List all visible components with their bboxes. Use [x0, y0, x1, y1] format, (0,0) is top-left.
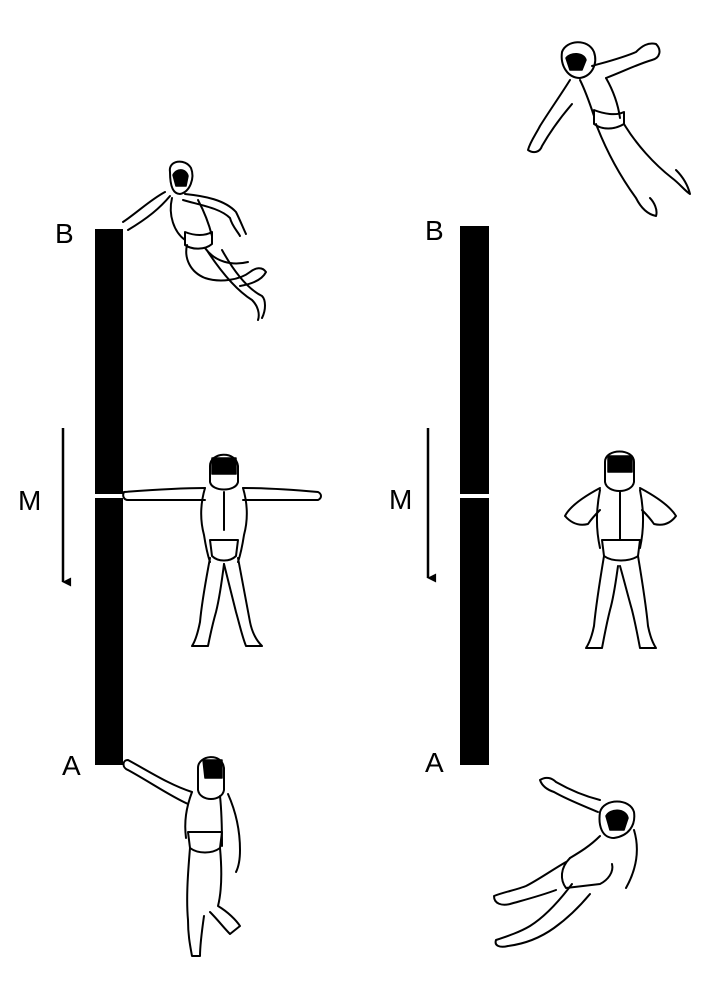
astronaut-left-top	[122, 160, 267, 321]
right-panel: B A M	[389, 41, 691, 948]
right-rod-lower	[460, 498, 489, 765]
astronaut-right-middle	[564, 450, 677, 649]
left-label-m: M	[18, 485, 41, 516]
left-rod-upper	[95, 229, 123, 494]
astronaut-right-top	[527, 41, 691, 217]
left-label-a: A	[62, 750, 81, 781]
left-panel: B A M	[18, 160, 322, 957]
right-rod-upper	[460, 226, 489, 494]
left-label-b: B	[55, 218, 74, 249]
right-label-m: M	[389, 484, 412, 515]
astronaut-left-bottom	[122, 756, 241, 957]
astronaut-right-bottom	[493, 776, 638, 948]
right-label-b: B	[425, 215, 444, 246]
left-rod-lower	[95, 498, 123, 765]
right-label-a: A	[425, 747, 444, 778]
astronaut-left-middle	[122, 453, 322, 647]
